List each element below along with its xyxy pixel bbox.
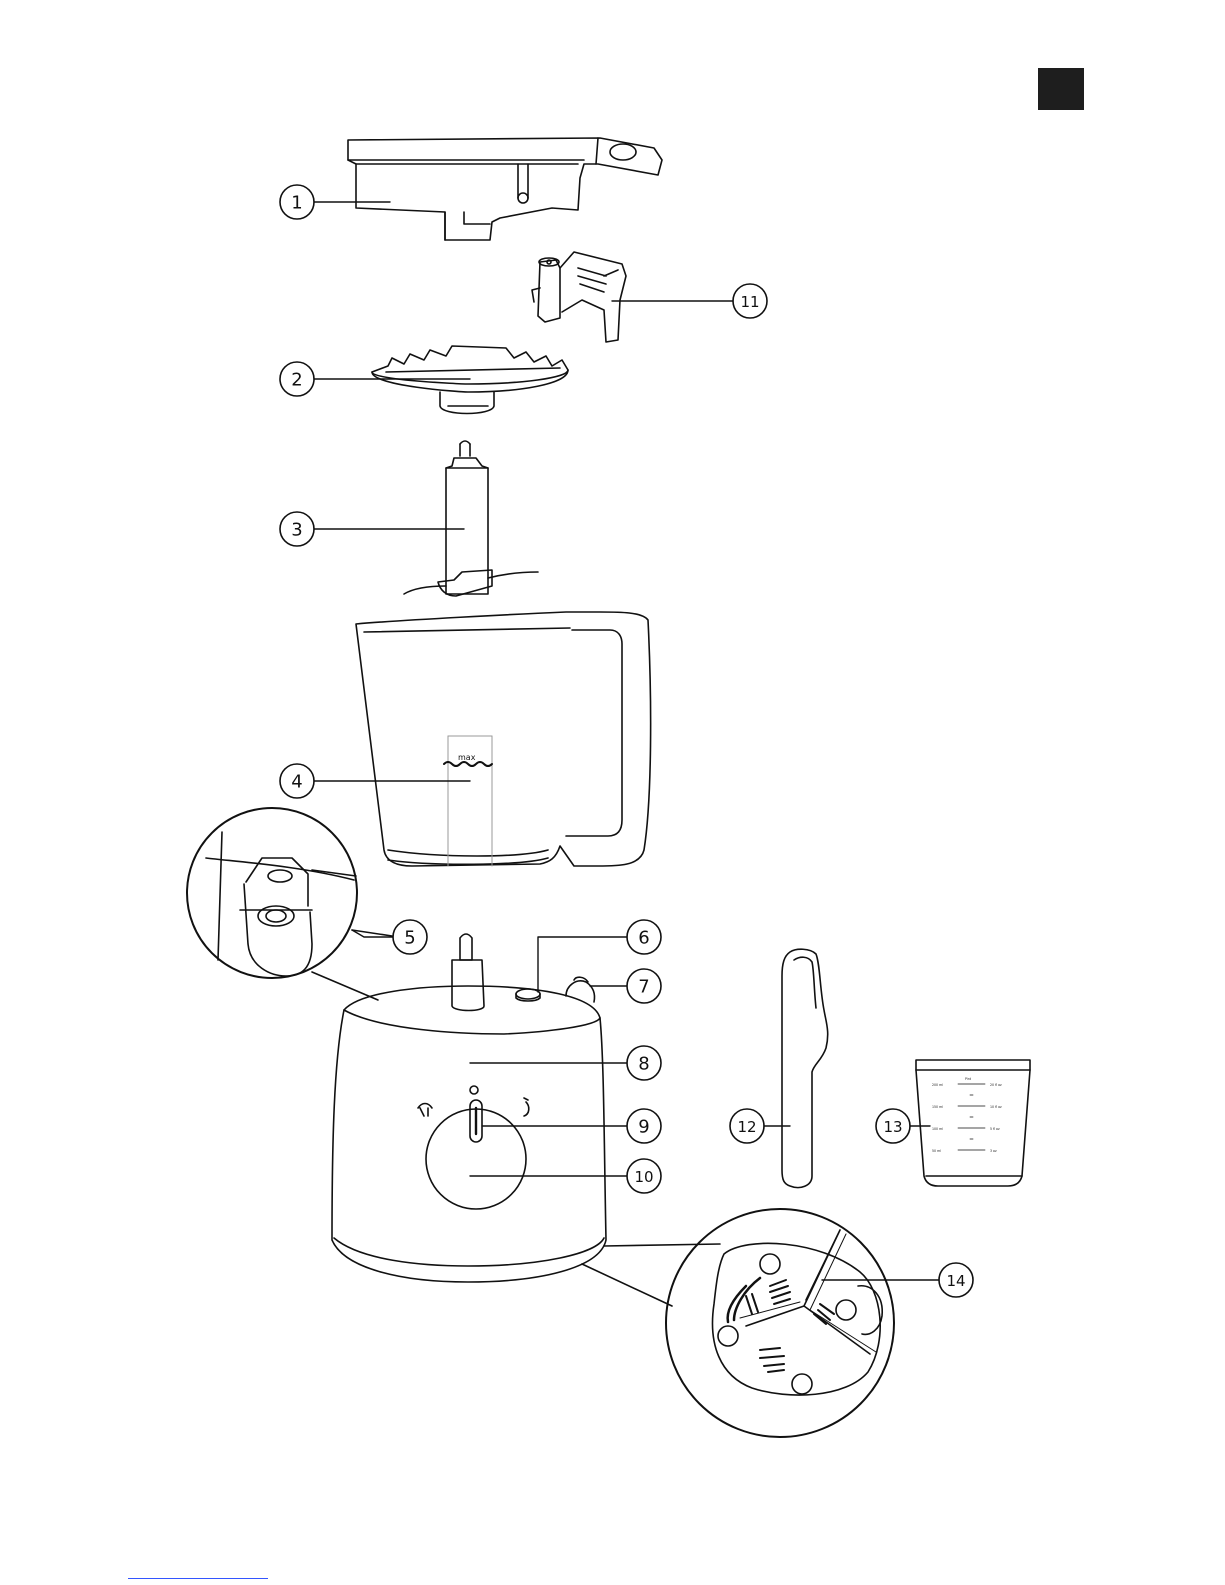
callout-label-4: 4 — [291, 772, 302, 793]
cup-scale-4: 10 fl oz — [990, 1105, 1002, 1109]
callout-label-12: 12 — [737, 1118, 756, 1136]
callout-label-2: 2 — [291, 370, 302, 391]
cup-scale-0: 200 ml — [932, 1083, 943, 1087]
callout-label-1: 1 — [291, 193, 302, 214]
callout-label-9: 9 — [638, 1117, 649, 1138]
lid — [348, 138, 662, 240]
callout-label-8: 8 — [638, 1054, 649, 1075]
cup-scale-5: 100 ml — [932, 1127, 943, 1131]
cup-scale-3: 150 ml — [932, 1105, 943, 1109]
measuring-cup — [916, 1060, 1030, 1186]
callout-label-14: 14 — [946, 1272, 965, 1290]
motor-unit — [332, 934, 606, 1282]
callout-label-11: 11 — [740, 293, 759, 311]
spatula — [782, 949, 828, 1187]
callout-label-13: 13 — [883, 1118, 902, 1136]
jug-max-label: max — [458, 753, 476, 762]
callout-label-5: 5 — [404, 928, 415, 949]
callout-markers — [280, 185, 973, 1297]
jug — [356, 612, 651, 866]
leader-lines — [314, 202, 939, 1280]
base-zoom — [582, 1209, 894, 1437]
cup-scale-2: 20 fl oz — [990, 1083, 1002, 1087]
cup-scale-8: 3 oz — [990, 1149, 997, 1153]
callout-label-7: 7 — [638, 977, 649, 998]
callout-label-3: 3 — [291, 520, 302, 541]
chopping-blade — [404, 441, 538, 596]
cup-scale-1: Pint — [965, 1077, 972, 1081]
callout-label-10: 10 — [634, 1168, 653, 1186]
jug-lock-zoom — [187, 808, 392, 1000]
cup-scale-7: 50 ml — [932, 1149, 941, 1153]
callout-label-6: 6 — [638, 928, 649, 949]
emulsifying-disc — [372, 346, 568, 414]
bottom-link-underline — [128, 1578, 268, 1579]
food-pusher — [532, 252, 626, 342]
cup-scale-6: 5 fl oz — [990, 1127, 1000, 1131]
